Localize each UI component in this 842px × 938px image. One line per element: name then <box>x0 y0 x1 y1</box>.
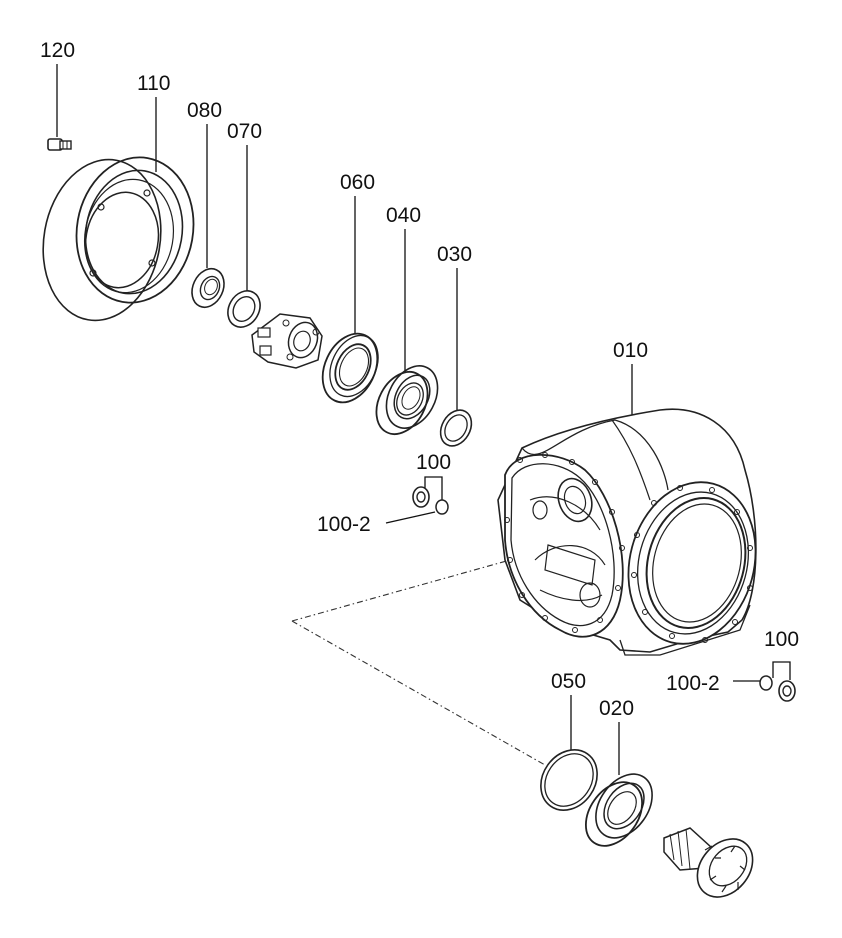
pinion-shaft <box>663 827 754 898</box>
bearing-020 <box>585 773 653 847</box>
cover-110 <box>42 156 195 322</box>
label-070: 070 <box>227 120 262 143</box>
plug-100-upper <box>412 486 449 515</box>
label-100-upper: 100 <box>416 451 451 474</box>
label-080: 080 <box>187 99 222 122</box>
axis-lines <box>291 559 546 766</box>
label-060: 060 <box>340 171 375 194</box>
label-040: 040 <box>386 204 421 227</box>
label-110: 110 <box>137 72 170 95</box>
snap-ring-030 <box>439 409 473 447</box>
housing-010 <box>497 408 757 656</box>
label-030: 030 <box>437 243 472 266</box>
label-010: 010 <box>613 339 648 362</box>
plug-100-lower <box>759 675 796 702</box>
seal-080 <box>191 267 225 309</box>
flange-coupling <box>251 313 323 369</box>
label-050: 050 <box>551 670 586 693</box>
label-020: 020 <box>599 697 634 720</box>
o-ring-050 <box>540 749 598 811</box>
label-100-2-upper: 100-2 <box>317 513 371 536</box>
label-100-lower: 100 <box>764 628 799 651</box>
oil-seal-060 <box>321 332 379 404</box>
bearing-040 <box>375 365 439 435</box>
label-120: 120 <box>40 39 75 62</box>
leader-lines <box>56 64 791 775</box>
bolt-120 <box>47 138 72 151</box>
washer-070 <box>227 290 261 328</box>
label-100-2-lower: 100-2 <box>666 672 720 695</box>
